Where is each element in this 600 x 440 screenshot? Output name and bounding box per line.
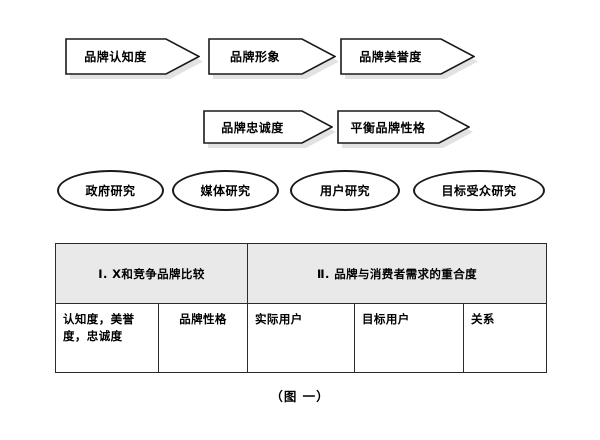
flow-arrow-label: 品牌忠诚度 — [221, 120, 284, 135]
flow-arrow: 品牌忠诚度 — [203, 110, 336, 148]
flow-arrow-label: 平衡品牌性格 — [350, 120, 426, 135]
research-ellipse-label: 目标受众研究 — [441, 184, 517, 198]
research-ellipse: 政府研究 — [57, 170, 164, 211]
flow-arrow-label: 品牌形象 — [229, 50, 280, 64]
flow-arrow-outline — [208, 38, 336, 75]
matrix-body-cell: 认知度，美誉度，忠诚度 — [55, 303, 159, 373]
research-ellipse-label: 媒体研究 — [200, 184, 251, 198]
flow-arrow-outline — [337, 110, 470, 144]
matrix-body-cell: 目标用户 — [354, 303, 465, 373]
flow-arrow-outline — [203, 110, 333, 144]
matrix-header-cell: Ⅰ. X和竞争品牌比较 — [54, 243, 249, 304]
matrix-body-cell: 品牌性格 — [157, 303, 249, 373]
research-ellipse: 目标受众研究 — [413, 170, 545, 211]
matrix-body-cell: 实际用户 — [247, 303, 356, 373]
matrix-body-row: 认知度，美誉度，忠诚度品牌性格实际用户目标用户关系 — [55, 303, 548, 373]
matrix-header-cell: Ⅱ. 品牌与消费者需求的重合度 — [247, 243, 548, 304]
research-ellipse-label: 用户研究 — [319, 184, 370, 198]
flow-arrow: 品牌认知度 — [65, 38, 203, 79]
figure-caption: （图 一） — [270, 389, 330, 404]
flow-arrow-label: 品牌认知度 — [84, 50, 147, 64]
research-ellipse-label: 政府研究 — [85, 184, 136, 198]
matrix-body-cell: 关系 — [463, 303, 548, 373]
research-ellipse: 媒体研究 — [172, 170, 279, 211]
flow-arrow-outline — [340, 38, 475, 75]
research-ellipse: 用户研究 — [290, 170, 400, 211]
flow-arrow: 品牌美誉度 — [340, 38, 478, 79]
flow-arrow-outline — [65, 38, 200, 75]
flow-arrow: 平衡品牌性格 — [337, 110, 473, 148]
flow-arrow: 品牌形象 — [208, 38, 339, 79]
flow-arrow-label: 品牌美誉度 — [359, 50, 422, 64]
